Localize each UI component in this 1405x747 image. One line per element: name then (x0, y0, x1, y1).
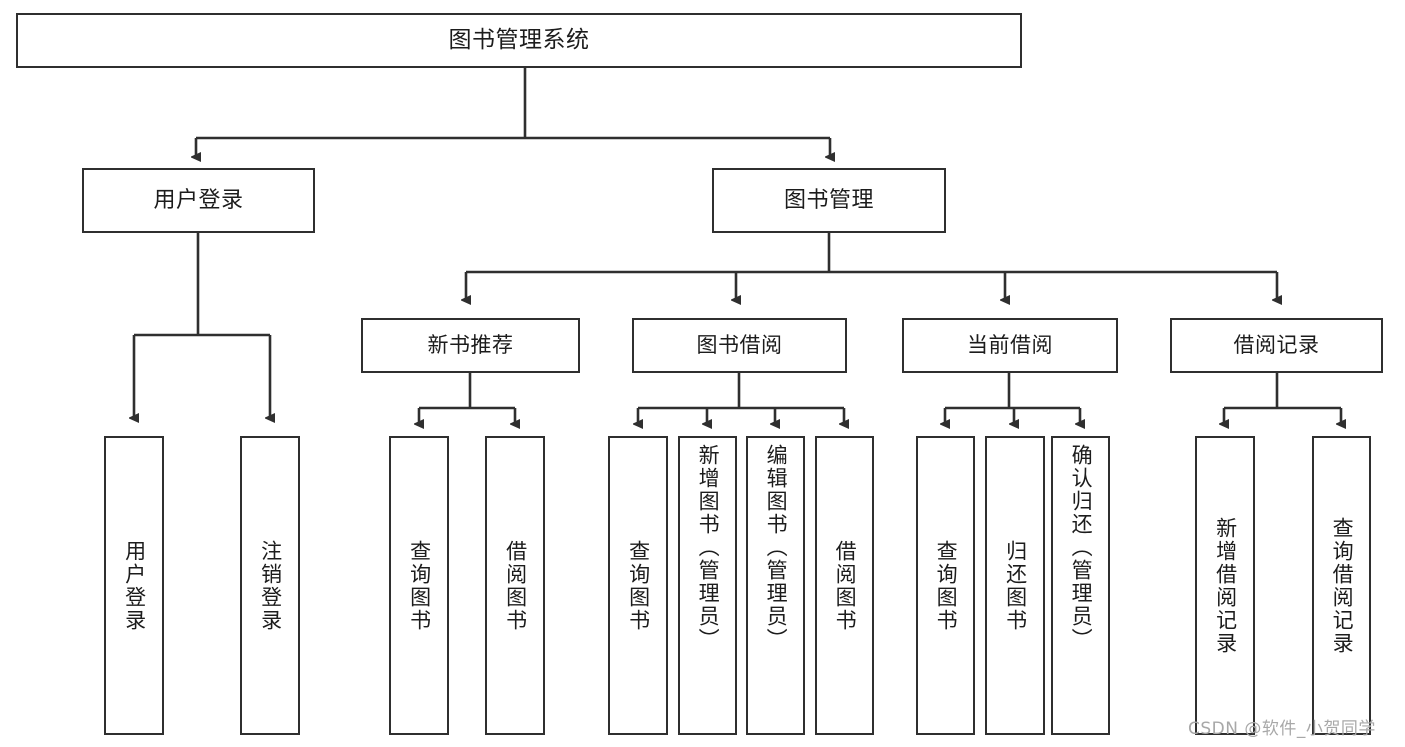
node-leaf-logout-login-label: 注销登录 (258, 539, 283, 632)
node-leaf-borrow-book-2-label: 借阅图书 (833, 539, 858, 632)
node-user-login-label: 用户登录 (153, 187, 244, 213)
node-new-book-recommend-label: 新书推荐 (427, 333, 514, 358)
node-leaf-add-borrow-record[interactable]: 新增借阅记录 (1195, 436, 1255, 735)
node-leaf-user-login[interactable]: 用户登录 (104, 436, 164, 735)
node-borrow-record-label: 借阅记录 (1233, 333, 1320, 358)
node-leaf-return-book[interactable]: 归还图书 (985, 436, 1045, 735)
node-leaf-query-book-1-label: 查询图书 (407, 539, 432, 632)
node-leaf-add-book-admin[interactable]: 新增图书（管理员） (678, 436, 737, 735)
node-root-label: 图书管理系统 (448, 26, 590, 53)
edge-currentborrow-to-leaves (945, 373, 1080, 424)
watermark-credit: CSDN @软件_小贺同学 (1188, 719, 1376, 739)
edge-bookmgmt-to-level3 (466, 233, 1277, 300)
node-leaf-borrow-book-2[interactable]: 借阅图书 (815, 436, 874, 735)
node-leaf-confirm-return-admin-label: 确认归还（管理员） (1069, 444, 1094, 651)
node-leaf-query-book-3[interactable]: 查询图书 (916, 436, 975, 735)
node-leaf-query-book-1[interactable]: 查询图书 (389, 436, 449, 735)
node-leaf-edit-book-admin[interactable]: 编辑图书（管理员） (746, 436, 805, 735)
node-leaf-add-book-admin-label: 新增图书（管理员） (696, 444, 721, 651)
node-user-login[interactable]: 用户登录 (82, 168, 315, 233)
node-leaf-query-book-2[interactable]: 查询图书 (608, 436, 668, 735)
edge-bookborrow-to-leaves (638, 373, 844, 424)
node-book-borrow-label: 图书借阅 (696, 333, 783, 358)
edge-borrowrecord-to-leaves (1224, 373, 1341, 424)
node-leaf-query-book-2-label: 查询图书 (626, 539, 651, 632)
node-book-management-label: 图书管理 (783, 187, 874, 213)
node-leaf-borrow-book-1-label: 借阅图书 (503, 539, 528, 632)
node-leaf-query-borrow-record[interactable]: 查询借阅记录 (1312, 436, 1371, 735)
edge-userlogin-to-leaves (134, 233, 270, 418)
node-leaf-logout-login[interactable]: 注销登录 (240, 436, 300, 735)
node-root-system[interactable]: 图书管理系统 (16, 13, 1022, 68)
node-new-book-recommend[interactable]: 新书推荐 (361, 318, 580, 373)
node-current-borrow[interactable]: 当前借阅 (902, 318, 1118, 373)
node-leaf-confirm-return-admin[interactable]: 确认归还（管理员） (1051, 436, 1110, 735)
node-borrow-record[interactable]: 借阅记录 (1170, 318, 1383, 373)
node-current-borrow-label: 当前借阅 (967, 333, 1053, 358)
edge-newbook-to-leaves (419, 373, 515, 424)
node-leaf-borrow-book-1[interactable]: 借阅图书 (485, 436, 545, 735)
node-book-borrow[interactable]: 图书借阅 (632, 318, 847, 373)
node-leaf-edit-book-admin-label: 编辑图书（管理员） (764, 444, 789, 651)
node-book-management[interactable]: 图书管理 (712, 168, 946, 233)
node-leaf-query-borrow-record-label: 查询借阅记录 (1330, 516, 1355, 655)
node-leaf-user-login-label: 用户登录 (122, 539, 147, 632)
edge-root-to-level2 (196, 68, 830, 157)
node-leaf-return-book-label: 归还图书 (1003, 539, 1028, 632)
node-leaf-query-book-3-label: 查询图书 (934, 539, 959, 632)
node-leaf-add-borrow-record-label: 新增借阅记录 (1213, 516, 1238, 655)
